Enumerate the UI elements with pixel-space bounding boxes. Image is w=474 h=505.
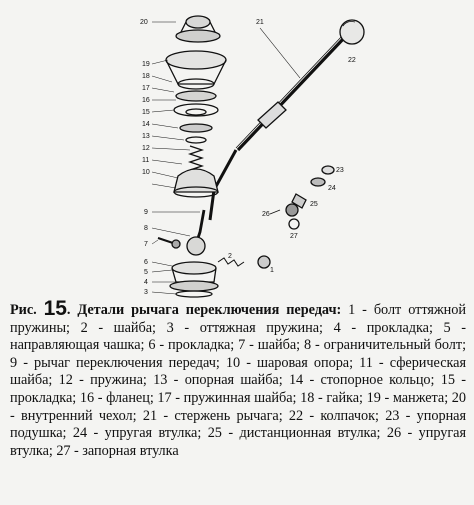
svg-text:3: 3	[144, 289, 148, 296]
svg-text:27: 27	[290, 233, 298, 240]
svg-text:7: 7	[144, 241, 148, 248]
svg-text:6: 6	[144, 259, 148, 266]
svg-text:5: 5	[144, 269, 148, 276]
svg-text:10: 10	[142, 169, 150, 176]
svg-text:19: 19	[142, 61, 150, 68]
svg-text:18: 18	[142, 73, 150, 80]
figure-number: 15	[43, 297, 67, 320]
svg-text:15: 15	[142, 109, 150, 116]
svg-text:24: 24	[328, 185, 336, 192]
svg-text:14: 14	[142, 121, 150, 128]
svg-text:2: 2	[228, 253, 232, 260]
svg-text:8: 8	[144, 225, 148, 232]
svg-text:21: 21	[256, 19, 264, 26]
caption-title: . Детали рычага переключения передач:	[66, 302, 342, 318]
svg-text:17: 17	[142, 85, 150, 92]
caption-parts-list: 1 - болт оттяжной пружины; 2 - шайба; 3 …	[10, 302, 466, 459]
diagram-drawing: 20 19 18 17 16 15 14 13 12 11 10 9 8 7 6…	[140, 15, 365, 298]
lever-rod	[236, 35, 347, 152]
knob	[339, 19, 365, 45]
gear-lever-exploded-diagram: 20 19 18 17 16 15 14 13 12 11 10 9 8 7 6…	[140, 15, 365, 298]
svg-text:25: 25	[310, 201, 318, 208]
svg-text:26: 26	[262, 211, 270, 218]
svg-text:22: 22	[348, 57, 356, 64]
svg-text:13: 13	[142, 133, 150, 140]
svg-text:1: 1	[270, 267, 274, 274]
svg-text:16: 16	[142, 97, 150, 104]
svg-text:20: 20	[140, 19, 148, 26]
svg-text:9: 9	[144, 209, 148, 216]
caption-prefix: Рис.	[10, 302, 37, 318]
svg-text:23: 23	[336, 167, 344, 174]
svg-text:12: 12	[142, 145, 150, 152]
figure-caption: Рис. 15. Детали рычага переключения пере…	[10, 297, 466, 460]
svg-text:4: 4	[144, 279, 148, 286]
svg-text:11: 11	[142, 157, 149, 164]
